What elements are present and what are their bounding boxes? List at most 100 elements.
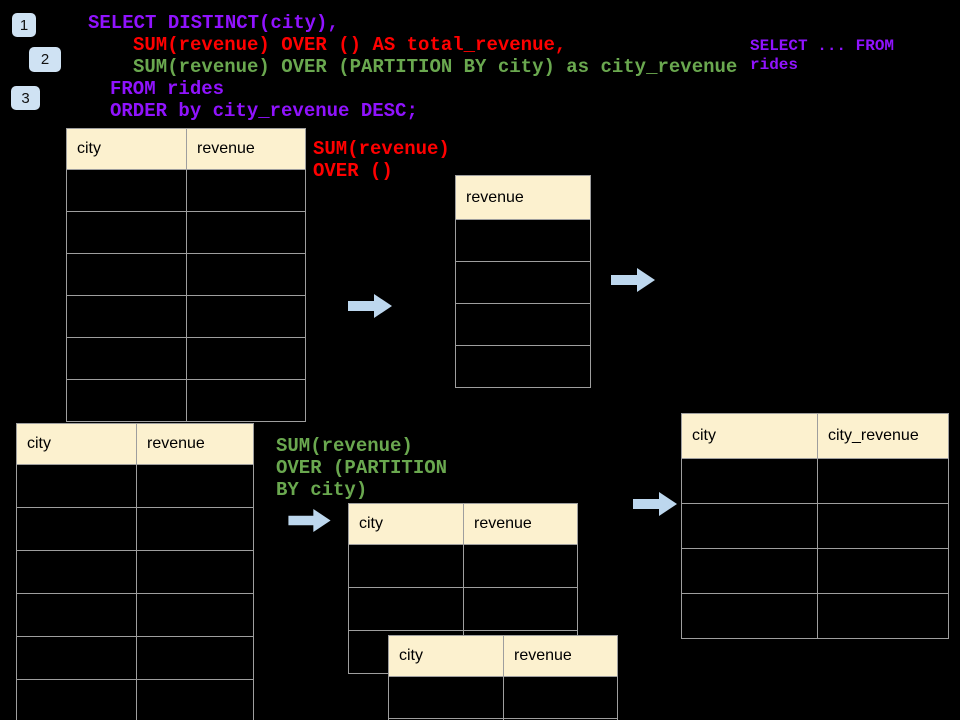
empty-cell bbox=[16, 507, 137, 551]
table-row bbox=[66, 211, 306, 254]
step-badge-label: 1 bbox=[19, 16, 29, 34]
table-partition-overlay: city revenue bbox=[388, 635, 618, 720]
sql-line-from: FROM rides bbox=[110, 78, 225, 100]
step-badge-3: 3 bbox=[11, 86, 40, 110]
table-row bbox=[66, 253, 306, 296]
empty-cell bbox=[817, 458, 949, 504]
empty-cell bbox=[136, 593, 254, 637]
column-header-revenue: revenue bbox=[463, 503, 578, 545]
table-row bbox=[66, 295, 306, 338]
empty-cell bbox=[186, 169, 306, 212]
column-header-city: city bbox=[66, 128, 187, 170]
empty-cell bbox=[16, 464, 137, 508]
step-badge-2: 2 bbox=[29, 47, 61, 72]
flow-arrow-right-icon bbox=[348, 294, 392, 318]
annotation-line: SUM(revenue) bbox=[313, 138, 450, 160]
column-header-revenue: revenue bbox=[503, 635, 618, 677]
sql-line-total: SUM(revenue) OVER () AS total_revenue, bbox=[133, 34, 567, 56]
flow-arrow-right-icon bbox=[611, 268, 655, 292]
empty-cell bbox=[817, 593, 949, 639]
empty-cell bbox=[16, 636, 137, 680]
table-row bbox=[16, 464, 254, 508]
table-body bbox=[455, 219, 591, 388]
snippet-note-line: rides bbox=[750, 56, 799, 74]
table-row bbox=[66, 379, 306, 422]
table-rides-top: city revenue bbox=[66, 128, 306, 422]
table-header-row: city revenue bbox=[66, 128, 306, 170]
table-row bbox=[16, 507, 254, 551]
empty-cell bbox=[136, 464, 254, 508]
empty-cell bbox=[817, 548, 949, 594]
empty-cell bbox=[681, 458, 818, 504]
table-row bbox=[455, 345, 591, 388]
table-header-row: revenue bbox=[455, 175, 591, 220]
empty-cell bbox=[503, 718, 618, 720]
table-row bbox=[681, 593, 949, 639]
table-rides-bottom: city revenue bbox=[16, 423, 254, 720]
empty-cell bbox=[681, 503, 818, 549]
table-row bbox=[681, 458, 949, 504]
empty-cell bbox=[66, 337, 187, 380]
table-row bbox=[16, 636, 254, 680]
empty-cell bbox=[66, 169, 187, 212]
table-header-row: city revenue bbox=[348, 503, 578, 545]
empty-cell bbox=[348, 587, 464, 631]
empty-cell bbox=[388, 676, 504, 719]
table-row bbox=[16, 593, 254, 637]
column-header-city: city bbox=[16, 423, 137, 465]
empty-cell bbox=[186, 211, 306, 254]
table-row bbox=[348, 544, 578, 588]
flow-arrow-right-icon bbox=[288, 509, 331, 532]
empty-cell bbox=[455, 219, 591, 262]
step-badge-1: 1 bbox=[12, 13, 36, 37]
empty-cell bbox=[186, 337, 306, 380]
table-row bbox=[388, 676, 618, 719]
table-header-row: city revenue bbox=[388, 635, 618, 677]
annotation-line: SUM(revenue) bbox=[276, 435, 413, 457]
table-header-row: city city_revenue bbox=[681, 413, 949, 459]
sql-line-partition: SUM(revenue) OVER (PARTITION BY city) as… bbox=[133, 56, 738, 78]
table-row bbox=[348, 587, 578, 631]
empty-cell bbox=[348, 544, 464, 588]
annotation-line: BY city) bbox=[276, 479, 368, 501]
table-row bbox=[388, 718, 618, 720]
empty-cell bbox=[455, 345, 591, 388]
column-header-city: city bbox=[348, 503, 464, 545]
step-badge-label: 3 bbox=[21, 89, 30, 107]
empty-cell bbox=[66, 379, 187, 422]
sql-line-order: ORDER by city_revenue DESC; bbox=[110, 100, 418, 122]
table-row bbox=[455, 219, 591, 262]
empty-cell bbox=[503, 676, 618, 719]
empty-cell bbox=[16, 593, 137, 637]
empty-cell bbox=[66, 253, 187, 296]
empty-cell bbox=[186, 253, 306, 296]
column-header-city-revenue: city_revenue bbox=[817, 413, 949, 459]
empty-cell bbox=[16, 679, 137, 720]
column-header-city: city bbox=[388, 635, 504, 677]
empty-cell bbox=[136, 507, 254, 551]
table-row bbox=[66, 337, 306, 380]
empty-cell bbox=[681, 593, 818, 639]
column-header-revenue: revenue bbox=[186, 128, 306, 170]
table-row bbox=[455, 303, 591, 346]
annotation-line: OVER (PARTITION bbox=[276, 457, 448, 479]
empty-cell bbox=[817, 503, 949, 549]
table-header-row: city revenue bbox=[16, 423, 254, 465]
annotation-line: OVER () bbox=[313, 160, 393, 182]
flow-arrow-right-icon bbox=[633, 492, 677, 516]
column-header-city: city bbox=[681, 413, 818, 459]
column-header-revenue: revenue bbox=[455, 175, 591, 220]
table-row bbox=[16, 550, 254, 594]
table-row bbox=[455, 261, 591, 304]
empty-cell bbox=[66, 295, 187, 338]
empty-cell bbox=[463, 544, 578, 588]
table-body bbox=[388, 676, 618, 720]
empty-cell bbox=[681, 548, 818, 594]
empty-cell bbox=[186, 295, 306, 338]
table-row bbox=[681, 548, 949, 594]
empty-cell bbox=[136, 636, 254, 680]
table-body bbox=[681, 458, 949, 639]
empty-cell bbox=[136, 550, 254, 594]
table-total-revenue-result: revenue bbox=[455, 175, 591, 388]
